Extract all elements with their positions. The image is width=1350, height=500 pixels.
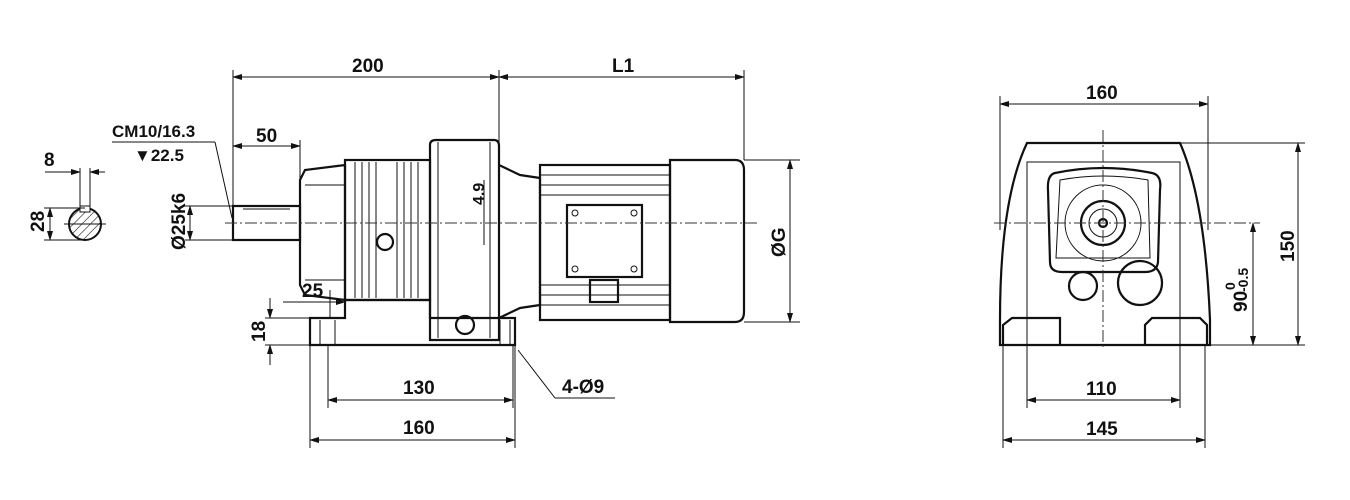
- dim-130: 130: [403, 378, 435, 399]
- tolerance-upper: 0: [1222, 282, 1238, 290]
- shaft-height-label: 28: [28, 211, 49, 232]
- end-dim-110: 110: [1086, 379, 1117, 400]
- shaft-section: 8 28: [28, 150, 106, 241]
- mounting-holes: 4-Ø9: [562, 377, 604, 398]
- dim-L1: L1: [612, 56, 635, 77]
- end-dim-150: 150: [1278, 230, 1299, 262]
- thread-depth: ▼22.5: [134, 146, 184, 165]
- dim-25: 25: [302, 281, 324, 302]
- end-view: 160 150 90 0 -0.5 110 14: [994, 83, 1305, 448]
- tolerance-lower: -0.5: [1235, 268, 1251, 292]
- end-dim-160: 160: [1086, 83, 1118, 104]
- dim-200: 200: [352, 56, 384, 77]
- side-view: 200 L1 50 CM10/16.3 ▼22.5 Ø25k6: [112, 56, 800, 448]
- dim-4-9: 4.9: [471, 183, 488, 205]
- thread-callout: CM10/16.3: [112, 122, 195, 141]
- key-width-label: 8: [44, 150, 55, 171]
- dim-160: 160: [403, 418, 435, 439]
- motor-diameter: ØG: [769, 227, 790, 257]
- end-dim-145: 145: [1086, 419, 1118, 440]
- dim-50: 50: [256, 126, 277, 147]
- dim-18: 18: [249, 321, 270, 342]
- shaft-diameter: Ø25k6: [169, 193, 190, 250]
- center-height: 90 0 -0.5: [1222, 268, 1252, 312]
- center-height-value: 90: [1231, 291, 1252, 312]
